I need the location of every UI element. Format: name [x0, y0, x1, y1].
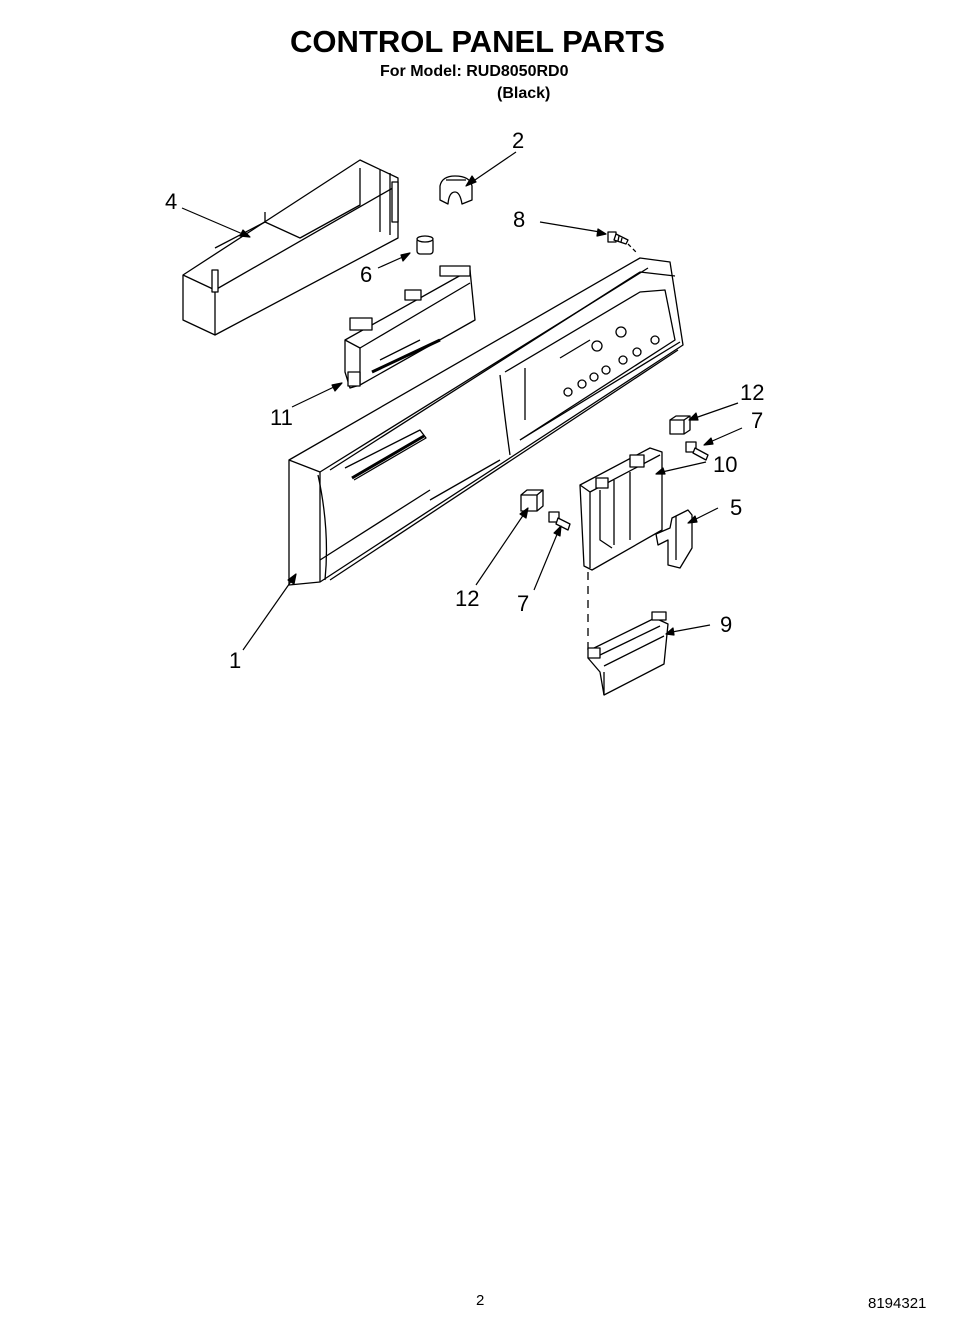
callout-4: 4 — [165, 189, 178, 214]
color-subtitle: (Black) — [497, 85, 551, 102]
document-number: 8194321 — [868, 1295, 927, 1312]
callout-10: 10 — [713, 452, 738, 477]
part-6-button — [416, 235, 434, 255]
part-11-control-board — [344, 265, 476, 389]
part-10-bracket — [579, 447, 663, 650]
part-5-bracket — [655, 509, 693, 569]
part-7-screw-left — [548, 511, 571, 531]
callout-6: 6 — [360, 262, 373, 287]
callout-7-right: 7 — [751, 408, 764, 433]
callout-2: 2 — [512, 128, 525, 153]
callout-7-left: 7 — [517, 591, 530, 616]
part-12-block-left — [520, 489, 544, 512]
part-7-screw-right — [685, 441, 709, 461]
callout-1: 1 — [229, 648, 242, 673]
part-9-tray — [587, 611, 669, 696]
leader-lines — [181, 151, 743, 651]
part-12-block-right — [669, 415, 691, 435]
part-1-console-panel — [288, 257, 684, 586]
page-number: 2 — [476, 1292, 485, 1309]
part-8-screw — [607, 231, 637, 253]
callout-5: 5 — [730, 495, 743, 520]
callout-9: 9 — [720, 612, 733, 637]
callout-11: 11 — [270, 405, 293, 430]
part-4-vent-cover — [182, 159, 399, 336]
callout-12-left: 12 — [455, 586, 480, 611]
callout-8: 8 — [513, 207, 526, 232]
callout-12-right: 12 — [740, 380, 765, 405]
page-title: CONTROL PANEL PARTS — [290, 24, 665, 59]
model-subtitle: For Model: RUD8050RD0 — [380, 63, 569, 80]
part-2-clip — [439, 175, 473, 205]
